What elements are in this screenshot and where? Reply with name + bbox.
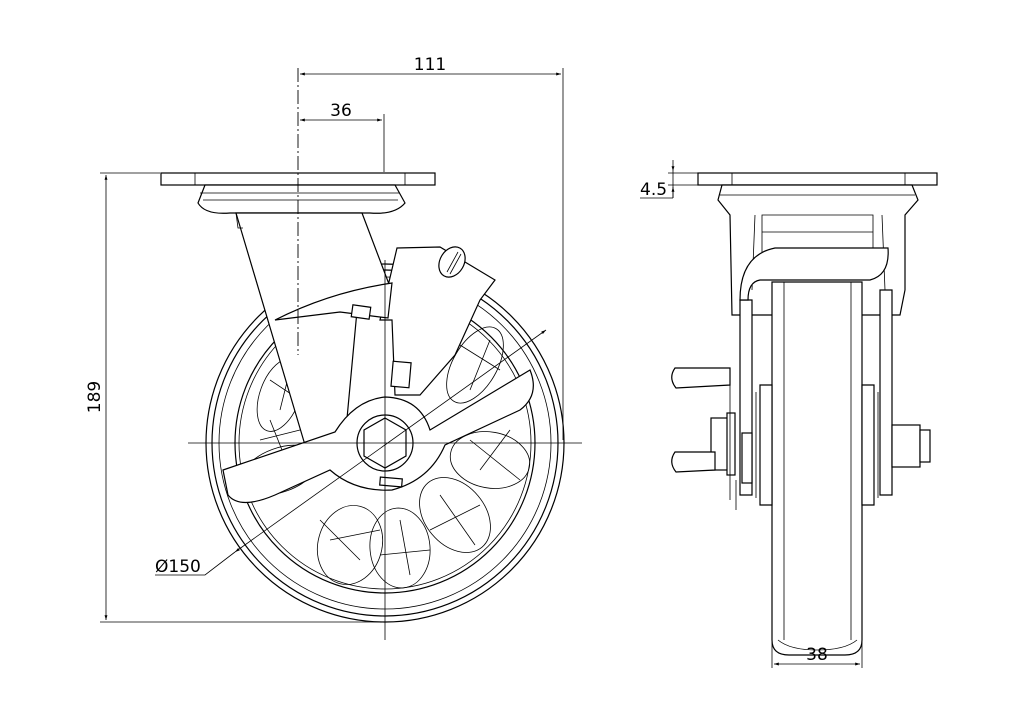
dim-111: 111 [414,55,446,75]
side-wheel [771,281,863,656]
side-top-plate [697,172,938,186]
side-dimensions: 4.5 38 [640,160,863,668]
dim-4-5: 4.5 [640,180,667,200]
pedal-lower [671,451,716,473]
side-axle-bolt [891,424,921,468]
dim-189: 189 [85,381,105,413]
side-brake-bracket [739,247,889,301]
front-dimensions: 111 36 189 Ø150 [85,55,564,623]
pedal-upper [671,367,731,389]
dim-wheel-diameter: Ø150 [155,557,201,577]
side-view [671,172,938,656]
dim-38: 38 [806,645,828,665]
swivel-bearing [197,184,406,214]
brake-pin [438,246,466,278]
dim-36: 36 [330,101,352,121]
front-view [160,68,582,640]
